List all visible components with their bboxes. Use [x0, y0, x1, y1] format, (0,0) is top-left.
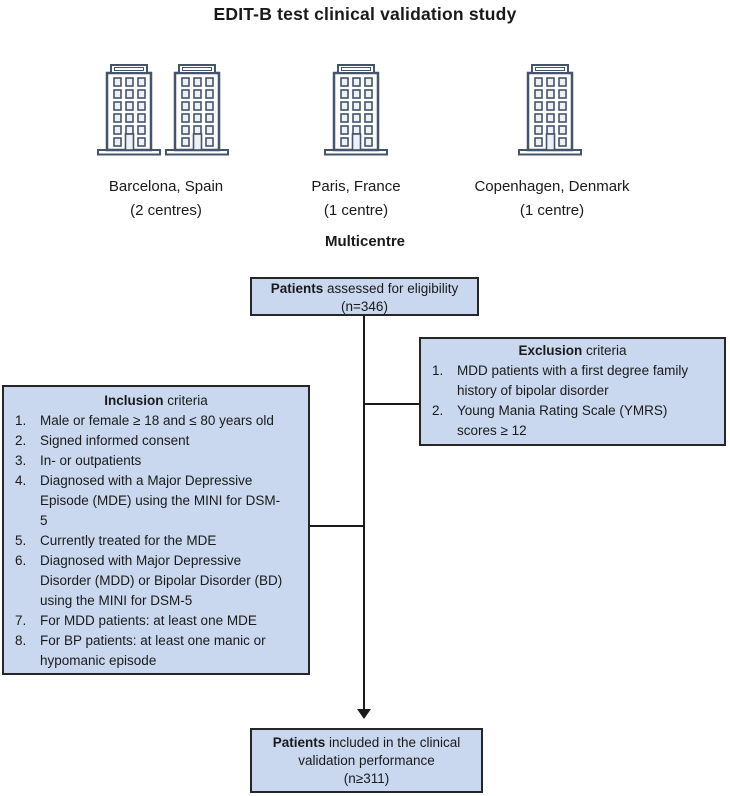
list-item-number: 7.	[15, 613, 27, 628]
list-item: 8. For BP patients: at least one manic or…	[4, 631, 308, 671]
list-item-number: 2.	[432, 403, 444, 418]
site-city: Copenhagen, Denmark	[474, 178, 630, 195]
site-label-paris: Paris, France (1 centre)	[256, 175, 456, 223]
list-item-number: 2.	[15, 433, 27, 448]
list-item-text: In- or outpatients	[40, 453, 142, 468]
exclusion-criteria-box: Exclusion criteria 1. MDD patients with a…	[419, 337, 726, 446]
building-icon	[323, 62, 389, 157]
included-box: Patients included in the clinical valida…	[250, 728, 483, 793]
list-item-number: 1.	[15, 413, 27, 428]
exclusion-list: 1. MDD patients with a first degree famil…	[421, 361, 724, 441]
list-item-text: Young Mania Rating Scale (YMRS) scores ≥…	[457, 403, 668, 438]
list-item: 6. Diagnosed with Major Depressive Disord…	[4, 551, 308, 611]
list-item: 5. Currently treated for the MDE	[4, 531, 308, 551]
eligibility-text: Patients assessed for eligibility	[270, 281, 459, 296]
site-centres: (1 centre)	[323, 202, 389, 219]
eligibility-count: (n=346)	[341, 299, 388, 314]
list-item: 3. In- or outpatients	[4, 451, 308, 471]
building-icon	[164, 62, 230, 157]
included-count: (n≥311)	[343, 771, 390, 786]
page-title: EDIT-B test clinical validation study	[213, 4, 517, 24]
inclusion-title: Inclusion criteria	[104, 393, 208, 408]
arrow-down-icon	[357, 709, 371, 719]
site-label-copenhagen: Copenhagen, Denmark (1 centre)	[430, 175, 674, 223]
inclusion-criteria-box: Inclusion criteria 1. Male or female ≥ 18…	[2, 385, 310, 675]
site-city: Paris, France	[311, 178, 401, 195]
list-item-text: For MDD patients: at least one MDE	[40, 613, 257, 628]
building-icon	[96, 62, 162, 157]
list-item-number: 3.	[15, 453, 27, 468]
list-item-number: 6.	[15, 553, 27, 568]
connector-vertical-main	[363, 316, 365, 710]
list-item: 2. Young Mania Rating Scale (YMRS) scores…	[421, 401, 724, 441]
site-centres: (1 centre)	[519, 202, 585, 219]
list-item: 1. MDD patients with a first degree famil…	[421, 361, 724, 401]
list-item-text: Diagnosed with Major Depressive Disorder…	[40, 553, 283, 608]
list-item-number: 8.	[15, 633, 27, 648]
list-item-text: Currently treated for the MDE	[40, 533, 217, 548]
connector-to-inclusion	[309, 525, 364, 527]
list-item-number: 5.	[15, 533, 27, 548]
connector-to-exclusion	[364, 403, 420, 405]
list-item: 4. Diagnosed with a Major Depressive Epis…	[4, 471, 308, 531]
included-text: Patients included in the clinical valida…	[272, 735, 461, 768]
list-item: 7. For MDD patients: at least one MDE	[4, 611, 308, 631]
list-item: 1. Male or female ≥ 18 and ≤ 80 years old	[4, 411, 308, 431]
eligibility-box: Patients assessed for eligibility (n=346…	[250, 277, 479, 316]
list-item-text: For BP patients: at least one manic or h…	[40, 633, 266, 668]
list-item-text: Diagnosed with a Major Depressive Episod…	[40, 473, 281, 528]
list-item: 2. Signed informed consent	[4, 431, 308, 451]
inclusion-list: 1. Male or female ≥ 18 and ≤ 80 years old…	[4, 411, 308, 671]
site-label-barcelona: Barcelona, Spain (2 centres)	[46, 175, 286, 223]
exclusion-title: Exclusion criteria	[518, 343, 627, 358]
building-icon	[517, 62, 583, 157]
site-centres: (2 centres)	[130, 202, 202, 219]
list-item-number: 1.	[432, 363, 444, 378]
list-item-text: Signed informed consent	[40, 433, 190, 448]
multicentre-label: Multicentre	[324, 233, 405, 250]
list-item-number: 4.	[15, 473, 27, 488]
site-city: Barcelona, Spain	[108, 178, 224, 195]
list-item-text: MDD patients with a first degree family …	[457, 363, 689, 398]
list-item-text: Male or female ≥ 18 and ≤ 80 years old	[40, 413, 274, 428]
